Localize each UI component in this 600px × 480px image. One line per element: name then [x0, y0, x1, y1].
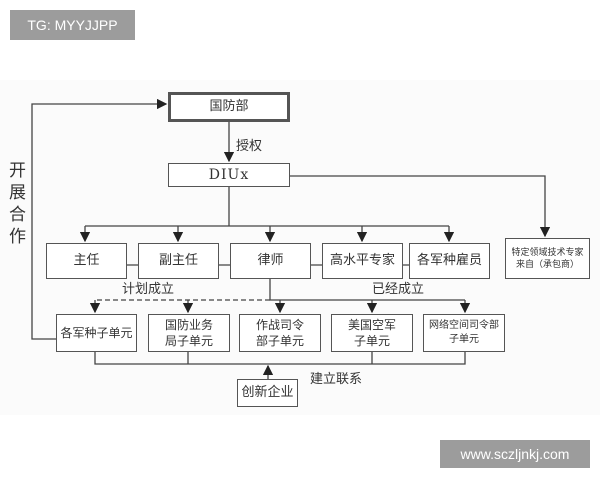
watermark-bottom: www.sczljnkj.com — [440, 440, 590, 468]
node-diux: DIUx — [168, 163, 290, 187]
node-unit-0: 各军种子单元 — [56, 314, 137, 352]
node-experts: 特定领域技术专家来自（承包商） — [505, 238, 590, 279]
label-planned: 计划成立 — [122, 282, 175, 297]
node-mod: 国防部 — [168, 92, 290, 122]
node-staff-3: 高水平专家 — [322, 243, 403, 279]
watermark-top: TG: MYYJJPP — [10, 10, 135, 40]
label-established: 已经成立 — [372, 282, 425, 297]
node-staff-4: 各军种雇员 — [409, 243, 490, 279]
label-authorize: 授权 — [236, 139, 263, 154]
label-cooperate: 开展合作 — [9, 161, 26, 247]
node-unit-2: 作战司令部子单元 — [239, 314, 321, 352]
node-staff-1: 副主任 — [138, 243, 219, 279]
node-unit-3: 美国空军子单元 — [331, 314, 413, 352]
node-staff-0: 主任 — [46, 243, 127, 279]
node-staff-2: 律师 — [230, 243, 311, 279]
node-unit-1: 国防业务局子单元 — [148, 314, 230, 352]
label-connect: 建立联系 — [310, 372, 363, 387]
node-enterprise: 创新企业 — [237, 379, 298, 407]
node-unit-4: 网络空间司令部子单元 — [423, 314, 505, 352]
